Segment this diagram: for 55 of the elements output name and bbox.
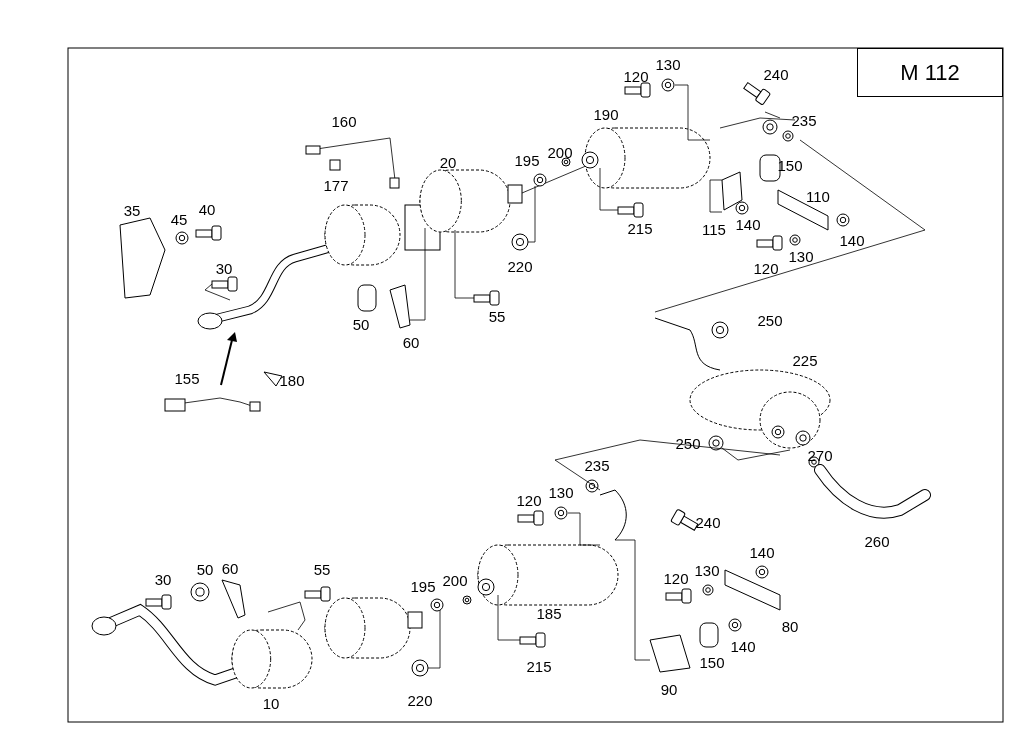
callout-number: 55 — [488, 308, 506, 324]
callout-number: 177 — [323, 177, 349, 193]
callout-number: 215 — [526, 658, 552, 674]
callout-number: 20 — [439, 154, 457, 170]
callout-number: 130 — [655, 56, 681, 72]
callout-number: 160 — [331, 113, 357, 129]
callout-number: 120 — [623, 68, 649, 84]
callout-number: 185 — [536, 605, 562, 621]
callout-number: 120 — [753, 260, 779, 276]
callout-number: 180 — [279, 372, 305, 388]
callout-number: 190 — [593, 106, 619, 122]
model-code-label: M 112 — [857, 48, 1003, 97]
callout-number: 50 — [352, 316, 370, 332]
callout-number: 195 — [410, 578, 436, 594]
callout-number: 235 — [584, 457, 610, 473]
callout-number: 130 — [548, 484, 574, 500]
callout-number: 60 — [221, 560, 239, 576]
callout-number: 150 — [777, 157, 803, 173]
callout-number: 270 — [807, 447, 833, 463]
callout-number: 45 — [170, 211, 188, 227]
callout-number: 55 — [313, 561, 331, 577]
callout-number: 240 — [763, 66, 789, 82]
callout-number: 155 — [174, 370, 200, 386]
callout-number: 115 — [702, 221, 726, 237]
callout-number: 35 — [123, 202, 141, 218]
callout-number: 140 — [749, 544, 775, 560]
callout-number: 140 — [730, 638, 756, 654]
callout-number: 90 — [660, 681, 678, 697]
callout-number: 150 — [699, 654, 725, 670]
callout-number: 260 — [864, 533, 890, 549]
callout-number: 200 — [547, 144, 573, 160]
callout-number: 140 — [839, 232, 865, 248]
callout-number: 130 — [694, 562, 720, 578]
callout-number: 225 — [792, 352, 818, 368]
callout-number: 40 — [198, 201, 216, 217]
callout-number: 50 — [196, 561, 214, 577]
callout-number: 220 — [407, 692, 433, 708]
callout-number: 250 — [675, 435, 701, 451]
callout-number: 195 — [514, 152, 540, 168]
callout-number: 120 — [663, 570, 689, 586]
callout-number: 250 — [757, 312, 783, 328]
callout-number: 220 — [507, 258, 533, 274]
callout-number: 120 — [516, 492, 542, 508]
callout-number: 130 — [788, 248, 814, 264]
callout-number: 140 — [735, 216, 761, 232]
callout-number: 30 — [154, 571, 172, 587]
callout-number: 235 — [791, 112, 817, 128]
callout-number: 215 — [627, 220, 653, 236]
callout-number: 240 — [695, 514, 721, 530]
callout-number: 30 — [215, 260, 233, 276]
callout-number: 80 — [781, 618, 799, 634]
callout-number: 10 — [262, 695, 280, 711]
callout-number: 200 — [442, 572, 468, 588]
callout-number: 60 — [402, 334, 420, 350]
callout-number: 110 — [806, 188, 830, 204]
